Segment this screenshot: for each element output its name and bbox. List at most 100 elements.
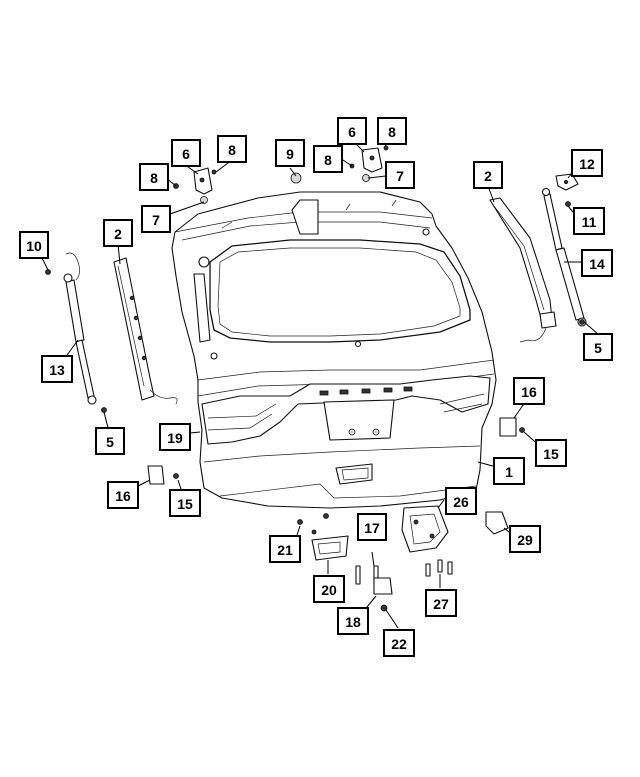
callout-box bbox=[275, 139, 305, 167]
callout-box bbox=[19, 231, 49, 259]
callout-number: 16 bbox=[115, 488, 131, 504]
callout-11: 11 bbox=[573, 207, 605, 235]
callout-number: 1 bbox=[505, 464, 513, 480]
callout-box bbox=[509, 525, 541, 553]
callout-18: 18 bbox=[337, 607, 369, 635]
callout-box bbox=[107, 481, 139, 509]
callout-number: 5 bbox=[594, 340, 602, 356]
callout-box bbox=[139, 163, 169, 191]
callout-9: 9 bbox=[275, 139, 305, 167]
callout-box bbox=[103, 219, 133, 247]
callout-box bbox=[581, 249, 613, 277]
callout-19: 19 bbox=[159, 423, 191, 451]
callout-number: 27 bbox=[433, 596, 449, 612]
callout-number: 8 bbox=[388, 124, 396, 140]
callout-box bbox=[269, 535, 301, 563]
callout-box bbox=[141, 205, 171, 233]
callout-box bbox=[383, 629, 415, 657]
callout-box bbox=[445, 487, 477, 515]
callout-box bbox=[159, 423, 191, 451]
callout-1: 1 bbox=[493, 457, 525, 485]
callout-box bbox=[573, 207, 605, 235]
callout-labels: 1 22 5 5 6 6 7 7 8 8 8 8 9 10 11 12 13 14 15 15 16 16 17 18 19 20… bbox=[19, 117, 613, 657]
callout-8: 8 bbox=[217, 135, 247, 163]
callout-number: 13 bbox=[49, 362, 65, 378]
callout-box bbox=[337, 117, 367, 145]
callout-12: 12 bbox=[571, 149, 603, 177]
callout-number: 26 bbox=[453, 494, 469, 510]
callout-number: 6 bbox=[348, 124, 356, 140]
callout-box bbox=[377, 117, 407, 145]
strut-bracket bbox=[555, 173, 579, 191]
right-support-strut bbox=[541, 187, 587, 327]
callout-number: 7 bbox=[396, 168, 404, 184]
callout-27: 27 bbox=[425, 589, 457, 617]
callout-8: 8 bbox=[313, 145, 343, 173]
callout-6: 6 bbox=[171, 139, 201, 167]
callout-15: 15 bbox=[169, 489, 201, 517]
callout-number: 15 bbox=[177, 496, 193, 512]
left-spoiler-trim bbox=[113, 257, 178, 405]
callout-8: 8 bbox=[139, 163, 169, 191]
liftgate-panel bbox=[171, 191, 497, 509]
callout-number: 8 bbox=[150, 170, 158, 186]
striker-bracket bbox=[485, 511, 509, 535]
callout-box bbox=[357, 513, 387, 541]
callout-7: 7 bbox=[141, 205, 171, 233]
callout-29: 29 bbox=[509, 525, 541, 553]
callout-box bbox=[337, 607, 369, 635]
callout-box bbox=[41, 355, 73, 383]
callout-number: 20 bbox=[321, 582, 337, 598]
callout-6: 6 bbox=[337, 117, 367, 145]
callout-box bbox=[313, 575, 345, 603]
callout-5: 5 bbox=[95, 427, 125, 455]
callout-box bbox=[95, 427, 125, 455]
callout-number: 12 bbox=[579, 156, 595, 172]
callout-26: 26 bbox=[445, 487, 477, 515]
bumper-stops bbox=[147, 417, 517, 485]
callout-10: 10 bbox=[19, 231, 49, 259]
callout-box bbox=[425, 589, 457, 617]
callout-box bbox=[583, 333, 613, 361]
callout-box bbox=[313, 145, 343, 173]
callout-16: 16 bbox=[513, 377, 545, 405]
callout-number: 11 bbox=[582, 214, 597, 230]
callout-7: 7 bbox=[385, 161, 415, 189]
callout-2: 2 bbox=[473, 161, 503, 189]
left-hinge bbox=[193, 167, 213, 195]
callout-number: 17 bbox=[364, 520, 380, 536]
callout-21: 21 bbox=[269, 535, 301, 563]
liftgate-handle bbox=[311, 529, 349, 561]
callout-number: 8 bbox=[228, 142, 236, 158]
callout-8: 8 bbox=[377, 117, 407, 145]
callout-number: 10 bbox=[26, 238, 42, 254]
callout-22: 22 bbox=[383, 629, 415, 657]
callout-box bbox=[493, 457, 525, 485]
callout-number: 9 bbox=[286, 146, 294, 162]
callout-number: 7 bbox=[152, 212, 160, 228]
callout-box bbox=[169, 489, 201, 517]
callout-17: 17 bbox=[357, 513, 387, 541]
callout-number: 29 bbox=[517, 532, 533, 548]
callout-box bbox=[513, 377, 545, 405]
callout-number: 22 bbox=[391, 636, 407, 652]
left-support-strut bbox=[63, 252, 97, 405]
callout-number: 5 bbox=[106, 434, 114, 450]
callout-number: 15 bbox=[543, 446, 559, 462]
callout-number: 16 bbox=[521, 384, 537, 400]
liftgate-latch bbox=[401, 505, 449, 553]
callout-box bbox=[385, 161, 415, 189]
callout-14: 14 bbox=[581, 249, 613, 277]
release-cable-parts bbox=[355, 565, 393, 595]
callout-number: 19 bbox=[167, 430, 183, 446]
callout-number: 6 bbox=[182, 146, 190, 162]
latch-screws bbox=[425, 559, 453, 577]
callout-box bbox=[535, 439, 567, 467]
callout-number: 8 bbox=[324, 152, 332, 168]
callout-15: 15 bbox=[535, 439, 567, 467]
right-spoiler-trim bbox=[489, 197, 557, 343]
callout-16: 16 bbox=[107, 481, 139, 509]
callout-13: 13 bbox=[41, 355, 73, 383]
